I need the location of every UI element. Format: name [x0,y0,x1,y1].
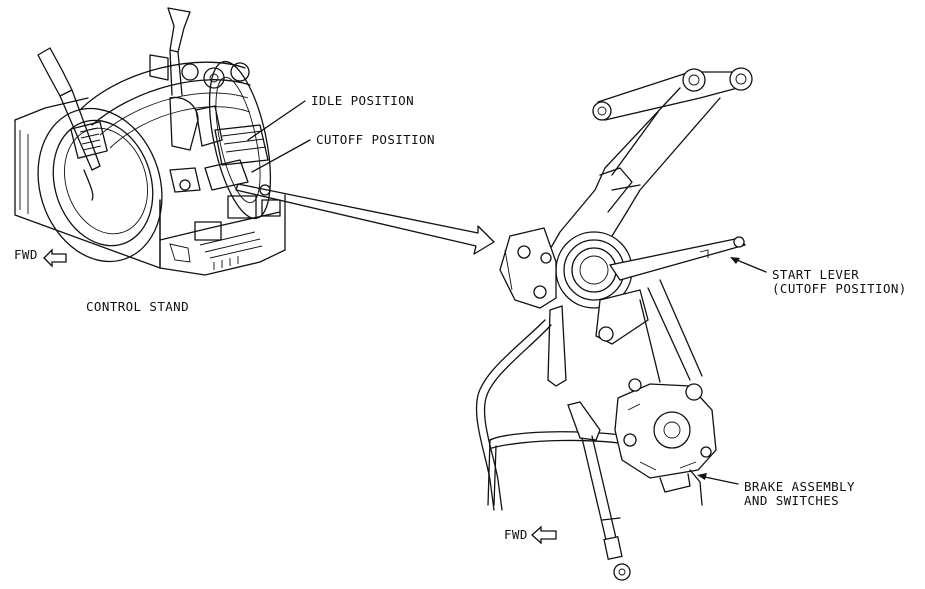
fwd-arrow-left-icon [43,248,67,268]
start-lever-label: START LEVER [772,267,860,282]
fwd-arrow-right-icon [531,525,557,545]
idle-leader-line [247,100,306,141]
fwd-label-right: FWD [504,527,528,542]
brake-switches-label: AND SWITCHES [744,493,840,508]
fwd-label-left: FWD [14,247,38,262]
brake-assembly-label: BRAKE ASSEMBLY [744,479,855,494]
cutoff-position-label: CUTOFF POSITION [316,132,435,147]
start-lever-position-label: (CUTOFF POSITION) [772,281,907,296]
start-lever-mechanism-drawing [475,67,767,581]
control-stand-label: CONTROL STAND [86,299,190,314]
idle-position-label: IDLE POSITION [311,93,415,108]
cutoff-leader-line [251,139,311,173]
control-stand-drawing [14,7,286,276]
detail-arrow [235,183,495,255]
